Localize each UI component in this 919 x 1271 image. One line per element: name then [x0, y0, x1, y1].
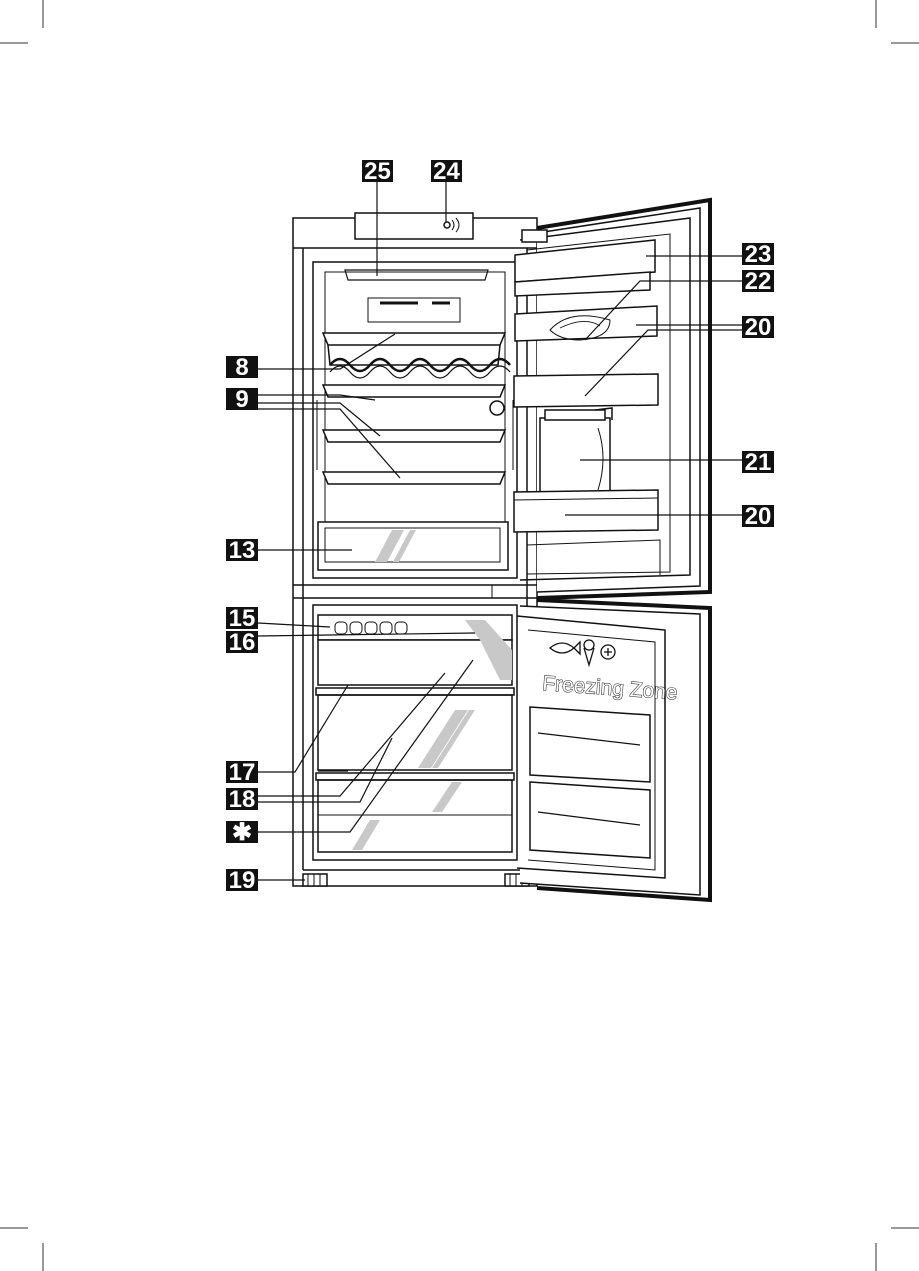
- svg-text:16: 16: [229, 629, 256, 656]
- svg-text:20: 20: [745, 503, 772, 530]
- callout-16: 16: [226, 629, 258, 656]
- callout-20-lower: 20: [742, 503, 774, 530]
- callout-24: 24: [431, 158, 462, 185]
- freezer-door: [517, 600, 710, 900]
- svg-text:17: 17: [229, 759, 256, 786]
- callout-22: 22: [742, 268, 774, 295]
- callout-25: 25: [362, 158, 393, 185]
- svg-text:22: 22: [745, 268, 772, 295]
- callout-23: 23: [742, 241, 774, 268]
- svg-text:18: 18: [229, 786, 256, 813]
- callout-asterisk: ✱: [226, 819, 258, 846]
- callout-21: 21: [742, 449, 774, 476]
- svg-text:25: 25: [364, 158, 391, 185]
- svg-text:✱: ✱: [232, 819, 252, 846]
- callout-18: 18: [226, 786, 258, 813]
- svg-text:8: 8: [235, 354, 248, 381]
- callout-9: 9: [226, 386, 258, 413]
- control-panel: [355, 213, 473, 239]
- callout-8: 8: [226, 354, 258, 381]
- svg-text:13: 13: [229, 537, 256, 564]
- callout-19: 19: [226, 867, 258, 894]
- callout-17: 17: [226, 759, 258, 786]
- fridge-door: [514, 200, 710, 598]
- svg-text:15: 15: [229, 605, 256, 632]
- callout-13: 13: [226, 537, 258, 564]
- svg-text:20: 20: [745, 314, 772, 341]
- svg-text:21: 21: [745, 449, 772, 476]
- callout-15: 15: [226, 605, 258, 632]
- callout-20-upper: 20: [742, 314, 774, 341]
- svg-text:24: 24: [433, 158, 460, 185]
- svg-text:19: 19: [229, 867, 256, 894]
- svg-text:23: 23: [745, 241, 772, 268]
- svg-text:9: 9: [235, 386, 248, 413]
